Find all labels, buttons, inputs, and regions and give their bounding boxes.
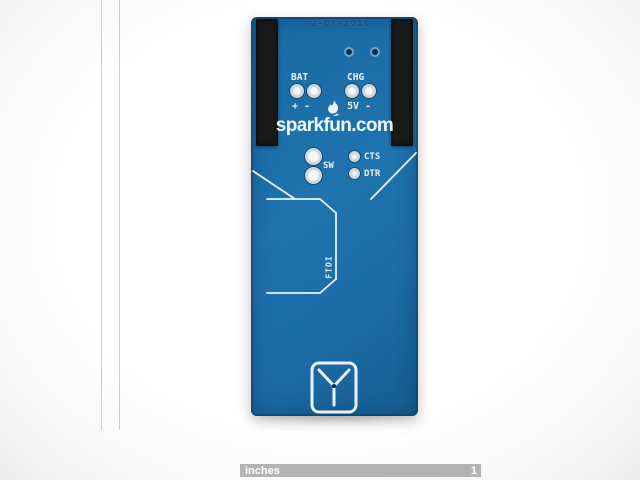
bat-pad-plus xyxy=(290,84,304,98)
sparkfun-flame-icon xyxy=(328,100,339,116)
sw-pad xyxy=(305,148,322,165)
ftdi-label: FTDI xyxy=(324,255,334,279)
bottom-ruler-inch-label: inches xyxy=(245,464,280,477)
left-ruler xyxy=(72,0,134,432)
via-hole xyxy=(346,49,352,55)
dtr-label: DTR xyxy=(364,169,381,179)
via-hole xyxy=(372,49,378,55)
chg-pad-5v xyxy=(345,84,359,98)
chg-label: CHG xyxy=(347,72,365,83)
sw-pad xyxy=(305,167,322,184)
dtr-pad xyxy=(349,168,360,179)
header-right xyxy=(391,19,413,146)
cts-pad xyxy=(349,151,360,162)
bottom-ruler-inch-number: 1 xyxy=(470,464,477,477)
chg-pad-minus xyxy=(362,84,376,98)
bat-label: BAT xyxy=(291,72,309,83)
brand-text: sparkfun.com xyxy=(275,115,394,136)
bottom-ruler-inch-row: inches 1 xyxy=(240,464,481,477)
left-ruler-tick-strip xyxy=(101,0,120,430)
etched-date-text: 2-08-2010 xyxy=(311,19,371,29)
board: 2-08-2010 BAT CHG + - 5V - sparkfun.com … xyxy=(251,17,418,416)
bottom-ruler: inches 1 xyxy=(238,432,628,478)
bottom-ruler-tick-strip xyxy=(238,450,628,463)
cts-label: CTS xyxy=(364,152,381,162)
bat-polarity-label: + - xyxy=(292,101,311,112)
sw-label: SW xyxy=(323,161,334,171)
chg-polarity-label: 5V - xyxy=(347,101,372,112)
header-left xyxy=(256,19,278,146)
bat-pad-minus xyxy=(307,84,321,98)
